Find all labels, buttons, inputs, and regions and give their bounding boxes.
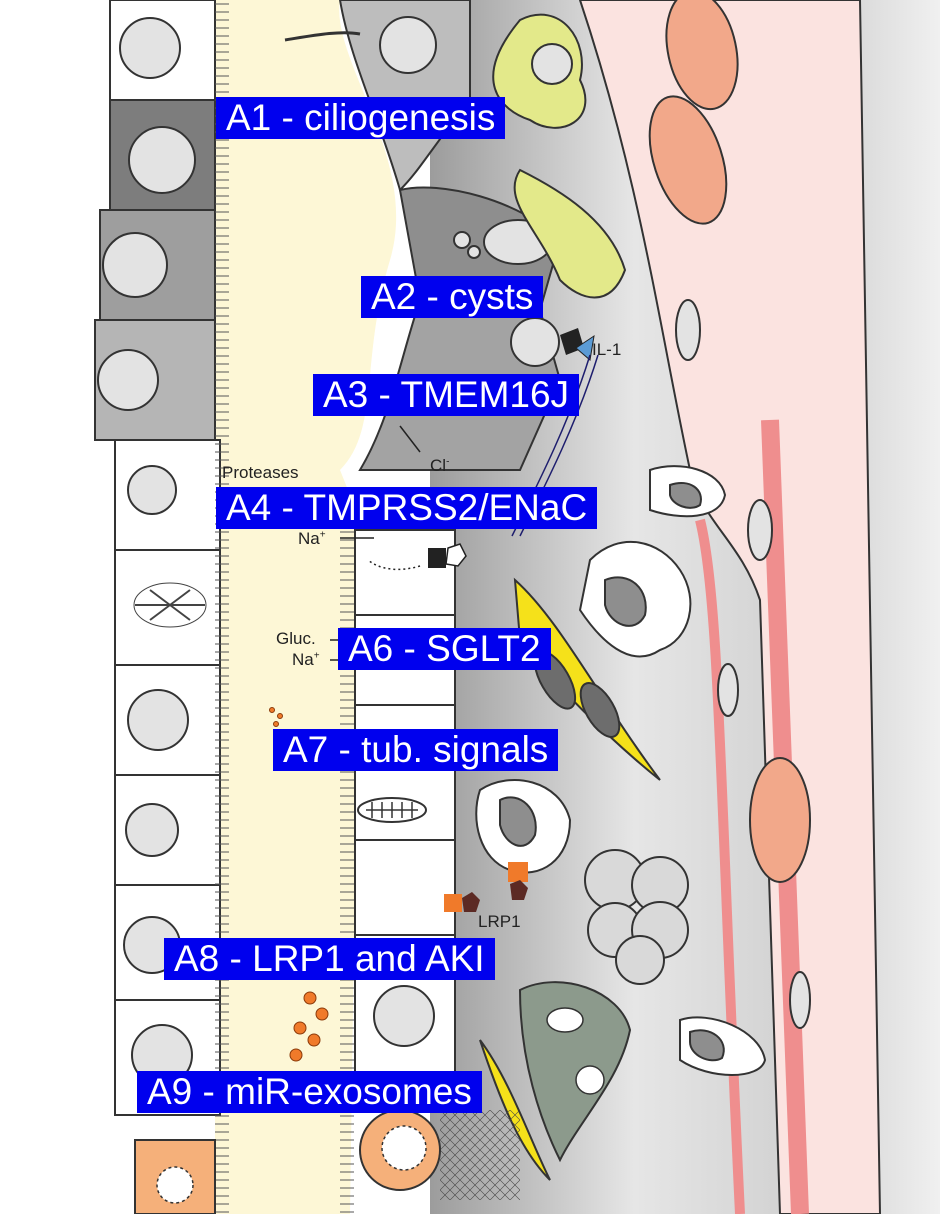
tmprss2-marker: [428, 543, 467, 568]
label-a8-lrp1-aki: A8 - LRP1 and AKI: [164, 938, 495, 980]
sodium-label-bottom: Na+: [292, 650, 320, 669]
pericyte-nucleus: [531, 43, 573, 85]
right-brush-border: [340, 520, 354, 1214]
right-nuclei-lower: [373, 985, 435, 1047]
leukocyte-cluster: [584, 849, 689, 985]
primary-cilium: [284, 31, 361, 42]
outer-space: [0, 0, 110, 1214]
mitochondrion: [357, 797, 427, 823]
sodium-label-top: Na+: [298, 529, 326, 548]
label-a3-tmem16j: A3 - TMEM16J: [313, 374, 580, 416]
label-a1-ciliogenesis: A1 - ciliogenesis: [216, 97, 506, 139]
label-a6-sglt2: A6 - SGLT2: [338, 628, 551, 670]
exosome-cell-nuclei: [156, 1125, 427, 1204]
exosomes: [269, 707, 329, 1062]
left-brush-border: [215, 0, 229, 1214]
proteases-label: Proteases: [222, 463, 299, 482]
glucose-label: Gluc.: [276, 629, 316, 648]
macrophages: [475, 541, 692, 874]
il1-receptor: [560, 328, 595, 361]
fibrotic-holes: [546, 1007, 605, 1095]
label-a2-cysts: A2 - cysts: [361, 276, 544, 318]
endothelial-nuclei: [675, 299, 811, 1029]
lrp1-markers: [444, 862, 528, 912]
label-a9-mir-exosomes: A9 - miR-exosomes: [137, 1071, 482, 1113]
erythrocytes: [648, 0, 811, 883]
il1-label: IL-1: [592, 340, 622, 359]
mitotic-spindle: [133, 582, 207, 628]
fibrotic-matrix: [440, 1110, 520, 1200]
dead-cells: [649, 465, 767, 1076]
lrp1-label: LRP1: [478, 912, 521, 931]
chloride-label: Cl-: [430, 456, 450, 475]
myofibroblast-network: [518, 981, 632, 1163]
label-a4-tmprss2-enac: A4 - TMPRSS2/ENaC: [216, 487, 598, 529]
label-a7-tubular-signals: A7 - tub. signals: [273, 729, 559, 771]
